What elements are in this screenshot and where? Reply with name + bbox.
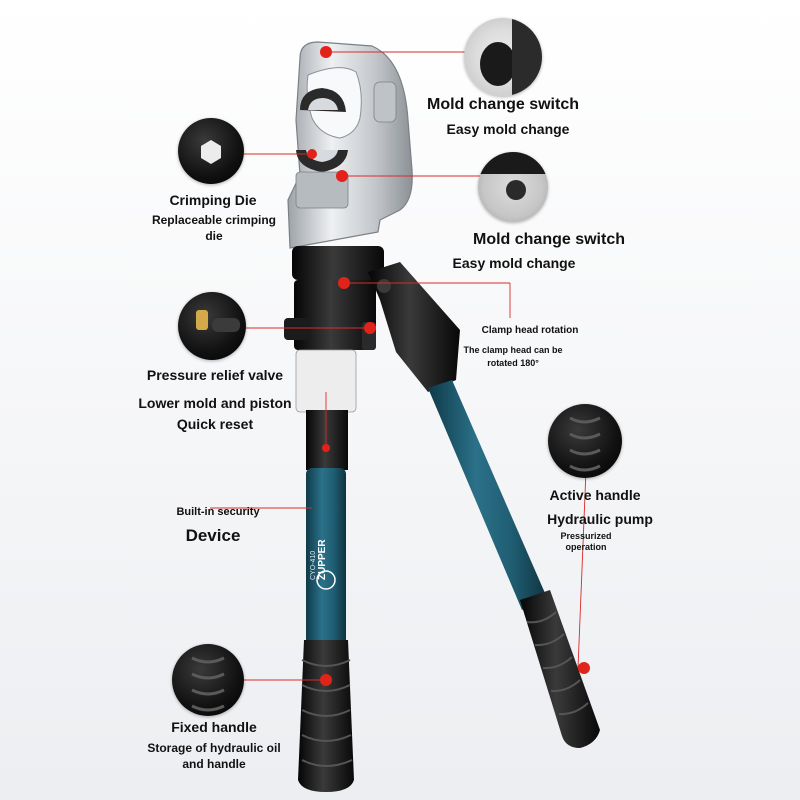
tool-brand-text: ZUPPER (317, 539, 328, 580)
active-handle-title: Active handle (549, 487, 641, 503)
cylinder-body (284, 246, 384, 470)
fixed-handle-sub-2: and handle (182, 757, 246, 771)
marker-active-handle (578, 662, 590, 674)
mold-switch-2-sub: Easy mold change (452, 255, 576, 271)
detail-mold-switch-side (478, 152, 548, 222)
detail-pressure-valve (178, 292, 246, 360)
active-handle-sub: Hydraulic pump (547, 511, 653, 527)
detail-active-handle-grip (548, 404, 622, 478)
mold-switch-2-title: Mold change switch (472, 231, 625, 248)
marker-clamp-rotation (338, 277, 350, 289)
detail-crimping-die (178, 118, 244, 184)
marker-crimping-die (307, 149, 317, 159)
mold-switch-1-sub: Easy mold change (446, 121, 570, 137)
detail-mold-switch-knob (464, 18, 542, 96)
marker-pressure-valve (364, 322, 376, 334)
clamp-head-sub-1: The clamp head can be (463, 345, 563, 355)
marker-mold-switch-side (336, 170, 348, 182)
clamp-head-sub-2: rotated 180° (487, 358, 539, 368)
tool-model-text: CYO-410 (310, 551, 317, 580)
security-title: Built-in security (176, 506, 260, 518)
active-handle (428, 380, 600, 748)
crimping-die-sub-2: die (205, 229, 223, 243)
crimping-head (287, 41, 413, 249)
lower-mold-line-1: Lower mold and piston (138, 395, 292, 411)
mold-switch-1-title: Mold change switch (426, 96, 579, 113)
marker-security (322, 444, 330, 452)
security-sub: Device (185, 526, 241, 545)
detail-fixed-handle-grip (172, 644, 244, 716)
marker-fixed-handle (320, 674, 332, 686)
guide-lines (210, 51, 587, 681)
lower-mold-line-2: Quick reset (176, 416, 254, 432)
marker-mold-switch-top (320, 46, 332, 58)
active-handle-note-2: operation (565, 542, 607, 552)
crimping-die-sub-1: Replaceable crimping (151, 213, 277, 227)
pressure-valve-title: Pressure relief valve (146, 367, 284, 383)
clamp-head-title: Clamp head rotation (481, 325, 579, 336)
handle-bracket (368, 262, 460, 392)
fixed-handle-sub-1: Storage of hydraulic oil (147, 741, 281, 755)
fixed-handle-title: Fixed handle (171, 719, 257, 735)
marker-dots (307, 46, 590, 686)
active-handle-note-1: Pressurized (560, 531, 612, 541)
crimping-die-title: Crimping Die (169, 192, 257, 208)
fixed-handle: ZUPPER CYO-410 (298, 468, 354, 792)
